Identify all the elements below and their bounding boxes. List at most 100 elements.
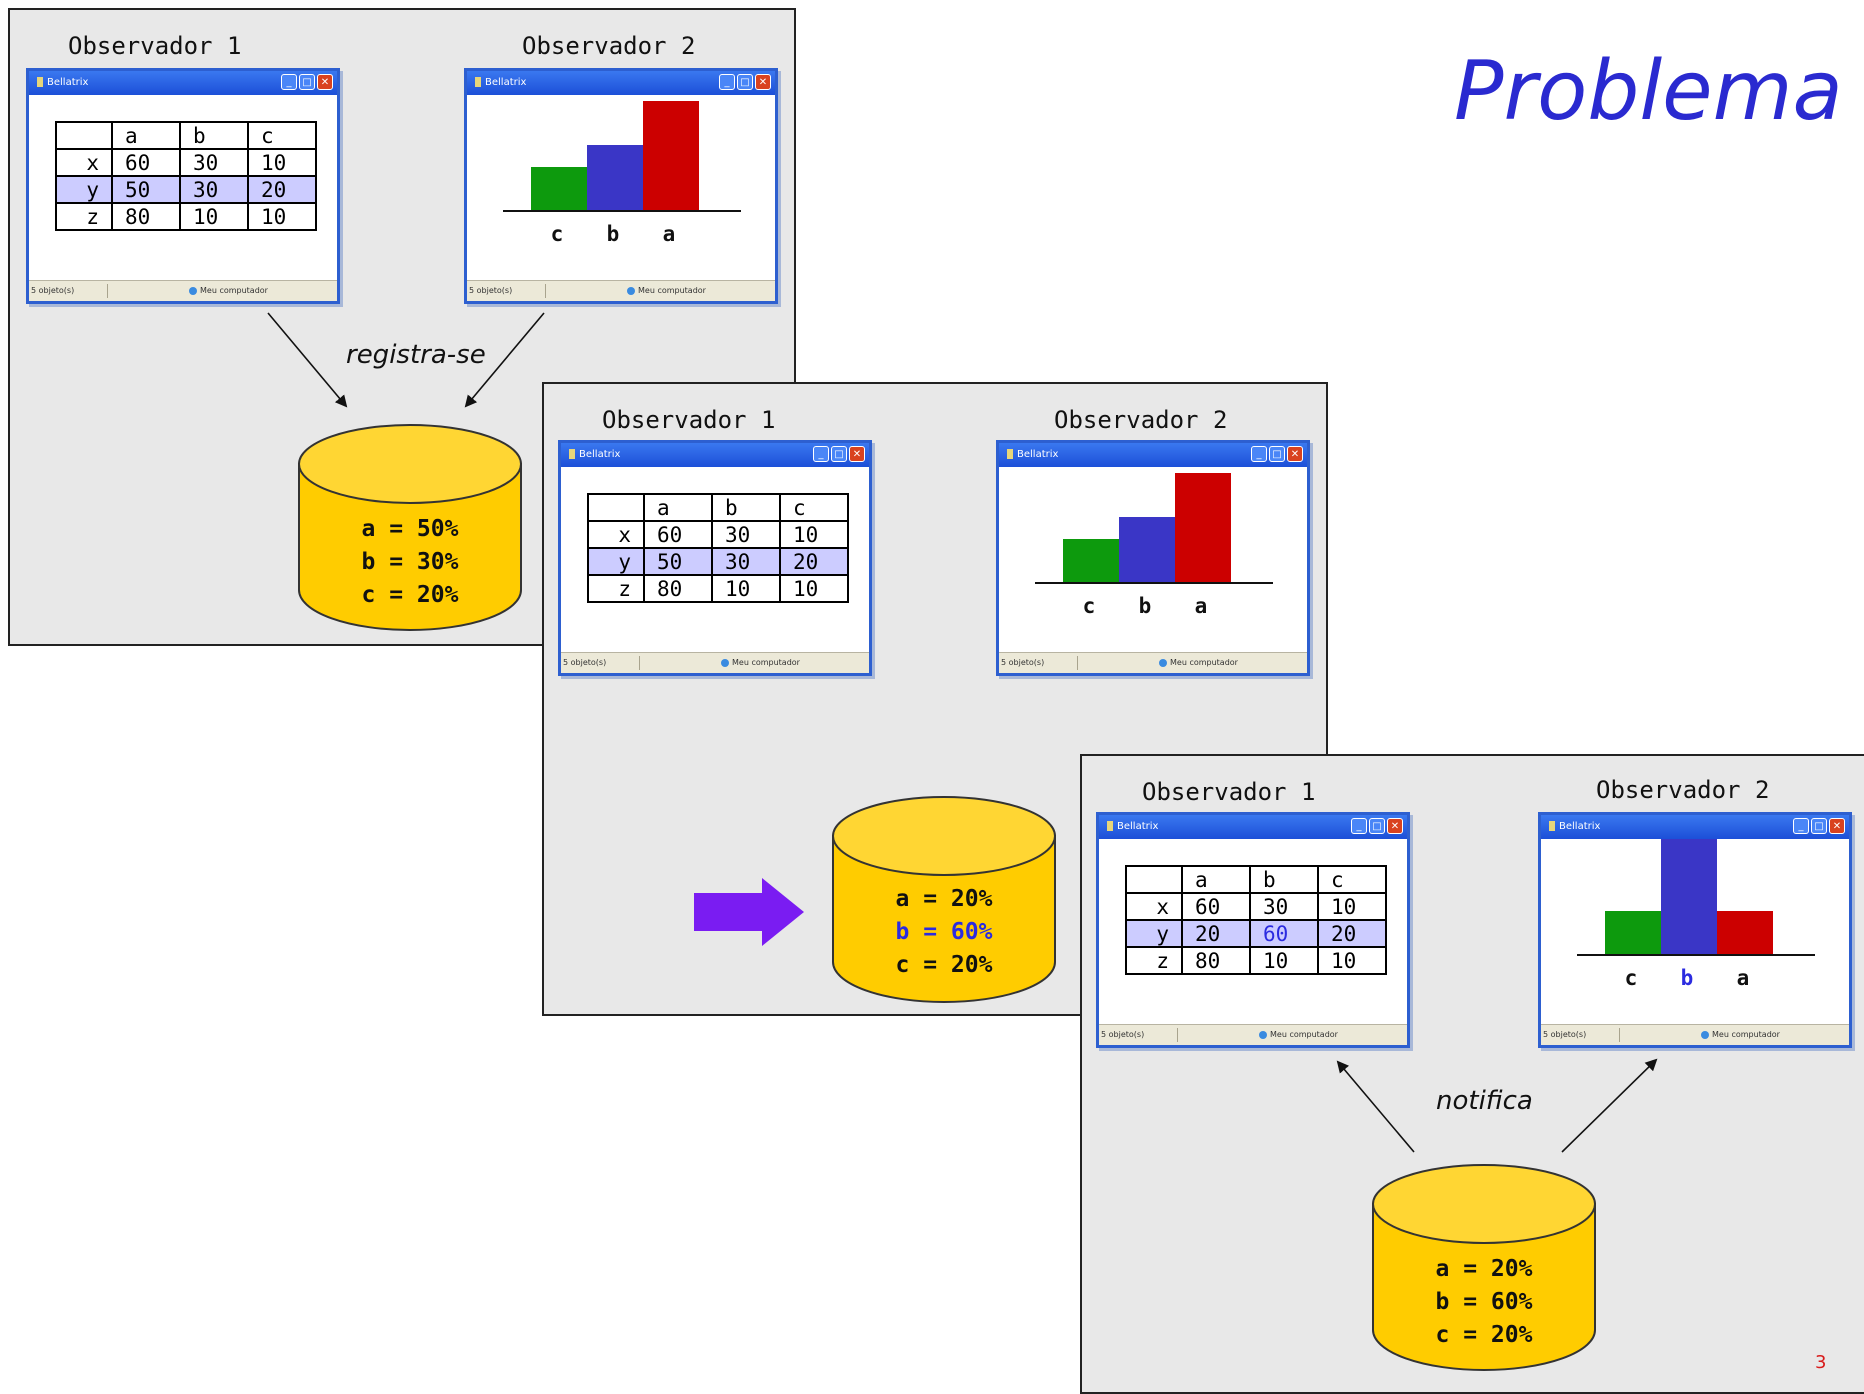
header-cell: a	[111, 121, 181, 150]
status-objects: 5 objeto(s)	[469, 286, 513, 295]
caption-registra-se: registra-se	[346, 340, 486, 370]
maximize-button[interactable]: □	[1811, 818, 1827, 834]
cell: 60	[111, 148, 181, 177]
observer-2-label: Observador 2	[1596, 776, 1770, 804]
status-computer: Meu computador	[1170, 658, 1238, 667]
status-objects: 5 objeto(s)	[1543, 1030, 1587, 1039]
header-cell	[587, 493, 645, 522]
cell: 80	[643, 574, 713, 603]
maximize-button[interactable]: □	[299, 74, 315, 90]
caption-notifica: notifica	[1436, 1086, 1533, 1116]
bar-c	[531, 167, 587, 211]
panel-2: Observador 1 Observador 2 Bellatrix _□✕ …	[542, 382, 1328, 1016]
bar-c	[1063, 539, 1119, 583]
computer-icon	[1259, 1030, 1267, 1039]
minimize-button[interactable]: _	[1251, 446, 1267, 462]
status-computer: Meu computador	[732, 658, 800, 667]
window-titlebar[interactable]: Bellatrix _□✕	[29, 71, 337, 95]
window-titlebar[interactable]: Bellatrix _□✕	[561, 443, 869, 467]
bar-label-a: a	[1195, 594, 1208, 618]
app-icon	[1549, 821, 1555, 831]
window-title: Bellatrix	[47, 77, 89, 88]
close-button[interactable]: ✕	[1829, 818, 1845, 834]
computer-icon	[721, 658, 729, 667]
row-label: y	[55, 175, 113, 204]
bar-label-c: c	[1625, 966, 1638, 990]
db-line: a = 50%	[361, 516, 459, 542]
page-title: Problema	[1454, 44, 1843, 139]
cell: 10	[1317, 946, 1387, 975]
status-objects: 5 objeto(s)	[31, 286, 75, 295]
cell-changed: 60	[1249, 919, 1319, 948]
cell: 10	[711, 574, 781, 603]
window-titlebar[interactable]: Bellatrix _□✕	[467, 71, 775, 95]
cell: 60	[1181, 892, 1251, 921]
minimize-button[interactable]: _	[813, 446, 829, 462]
minimize-button[interactable]: _	[1793, 818, 1809, 834]
close-button[interactable]: ✕	[1287, 446, 1303, 462]
maximize-button[interactable]: □	[1269, 446, 1285, 462]
db-line: b = 30%	[361, 549, 459, 575]
row-label: x	[587, 520, 645, 549]
minimize-button[interactable]: _	[281, 74, 297, 90]
app-icon	[475, 77, 481, 87]
header-cell	[55, 121, 113, 150]
maximize-button[interactable]: □	[1369, 818, 1385, 834]
bar-c	[1605, 911, 1661, 955]
app-icon	[1107, 821, 1113, 831]
computer-icon	[1159, 658, 1167, 667]
observer-1-label: Observador 1	[602, 406, 776, 434]
close-button[interactable]: ✕	[317, 74, 333, 90]
db-line-changed: b = 60%	[895, 919, 993, 945]
panel-3: Observador 1 Observador 2 Bellatrix _□✕ …	[1080, 754, 1864, 1394]
close-button[interactable]: ✕	[1387, 818, 1403, 834]
db-line: b = 60%	[1435, 1289, 1533, 1315]
close-button[interactable]: ✕	[755, 74, 771, 90]
db-line: c = 20%	[361, 582, 459, 608]
window-titlebar[interactable]: Bellatrix _□✕	[999, 443, 1307, 467]
window-titlebar[interactable]: Bellatrix _□✕	[1541, 815, 1849, 839]
window-title: Bellatrix	[1117, 821, 1159, 832]
bar-b	[1119, 517, 1175, 583]
status-computer: Meu computador	[200, 286, 268, 295]
app-icon	[37, 77, 43, 87]
bar-a	[1175, 473, 1231, 583]
status-bar: 5 objeto(s)Meu computador	[1099, 1024, 1407, 1045]
app-icon	[1007, 449, 1013, 459]
row-label: z	[587, 574, 645, 603]
cell: 30	[1249, 892, 1319, 921]
database-cylinder	[832, 796, 1056, 1003]
observer-2-label: Observador 2	[522, 32, 696, 60]
bar-label-a: a	[663, 222, 676, 246]
cell: 80	[1181, 946, 1251, 975]
status-objects: 5 objeto(s)	[1001, 658, 1045, 667]
database-cylinder	[298, 424, 522, 631]
window-title: Bellatrix	[579, 449, 621, 460]
row-label: z	[55, 202, 113, 231]
window-title: Bellatrix	[1559, 821, 1601, 832]
row-label: x	[1125, 892, 1183, 921]
computer-icon	[1701, 1030, 1709, 1039]
database-values: a = 50% b = 30% c = 20%	[299, 513, 521, 612]
cell: 10	[247, 148, 317, 177]
cell: 30	[711, 520, 781, 549]
window-titlebar[interactable]: Bellatrix _□✕	[1099, 815, 1407, 839]
maximize-button[interactable]: □	[831, 446, 847, 462]
minimize-button[interactable]: _	[1351, 818, 1367, 834]
maximize-button[interactable]: □	[737, 74, 753, 90]
status-objects: 5 objeto(s)	[1101, 1030, 1145, 1039]
close-button[interactable]: ✕	[849, 446, 865, 462]
minimize-button[interactable]: _	[719, 74, 735, 90]
